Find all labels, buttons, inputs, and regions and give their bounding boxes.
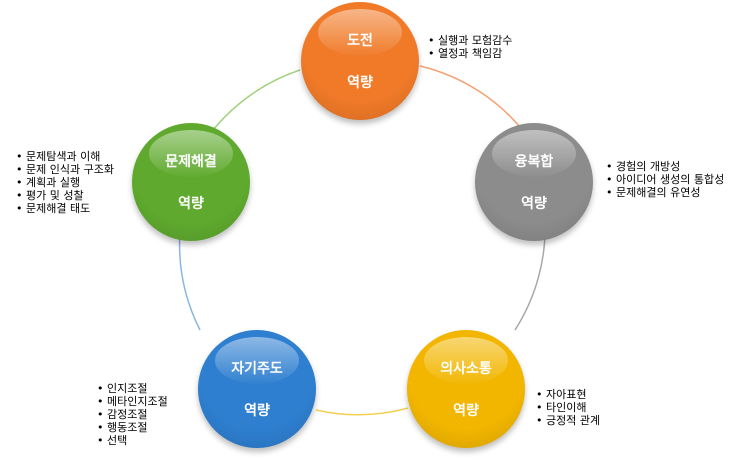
- list-item: 타인이해: [536, 401, 600, 414]
- convergence-subtitle: 역량: [521, 196, 547, 212]
- list-item: 실행과 모험감수: [428, 34, 512, 47]
- problem-solving-list: 문제탐색과 이해 문제 인식과 구조화 계획과 실행 평가 및 성찰 문제해결 …: [16, 150, 114, 215]
- challenge-title: 도전: [347, 33, 373, 49]
- communication-subtitle: 역량: [453, 403, 479, 419]
- list-item: 아이디어 생성의 통합성: [606, 173, 724, 186]
- list-item: 감정조절: [97, 408, 168, 421]
- challenge-competency-node: 도전 역량: [301, 2, 419, 120]
- list-item: 행동조절: [97, 421, 168, 434]
- challenge-list: 실행과 모험감수 열정과 책임감: [428, 34, 512, 60]
- list-item: 문제 인식과 구조화: [16, 163, 114, 176]
- arc-selfdirected-problemsolving: [178, 231, 201, 331]
- problem-solving-subtitle: 역량: [178, 196, 204, 212]
- arc-communication-selfdirected: [315, 407, 409, 416]
- communication-competency-node: 의사소통 역량: [407, 330, 525, 448]
- convergence-title: 융복합: [514, 154, 554, 170]
- list-item: 평가 및 성찰: [16, 189, 114, 202]
- list-item: 자아표현: [536, 388, 600, 401]
- arc-challenge-convergence: [419, 65, 526, 134]
- list-item: 메타인지조절: [97, 395, 168, 408]
- convergence-competency-node: 융복합 역량: [475, 123, 593, 241]
- communication-list: 자아표현 타인이해 긍정적 관계: [536, 388, 600, 427]
- self-directed-competency-node: 자기주도 역량: [198, 330, 316, 448]
- communication-title: 의사소통: [440, 361, 492, 377]
- self-directed-title: 자기주도: [231, 361, 283, 377]
- problem-solving-title: 문제해결: [165, 154, 217, 170]
- list-item: 문제해결 태도: [16, 202, 114, 215]
- convergence-list: 경험의 개방성 아이디어 생성의 통합성 문제해결의 유연성: [606, 160, 724, 199]
- list-item: 문제탐색과 이해: [16, 150, 114, 163]
- list-item: 선택: [97, 434, 168, 447]
- list-item: 열정과 책임감: [428, 47, 512, 60]
- challenge-subtitle: 역량: [347, 75, 373, 91]
- list-item: 경험의 개방성: [606, 160, 724, 173]
- self-directed-list: 인지조절 메타인지조절 감정조절 행동조절 선택: [97, 382, 168, 447]
- list-item: 긍정적 관계: [536, 414, 600, 427]
- arc-problemsolving-challenge: [212, 69, 301, 131]
- problem-solving-competency-node: 문제해결 역량: [132, 123, 250, 241]
- self-directed-subtitle: 역량: [244, 403, 270, 419]
- list-item: 계획과 실행: [16, 176, 114, 189]
- list-item: 문제해결의 유연성: [606, 186, 724, 199]
- list-item: 인지조절: [97, 382, 168, 395]
